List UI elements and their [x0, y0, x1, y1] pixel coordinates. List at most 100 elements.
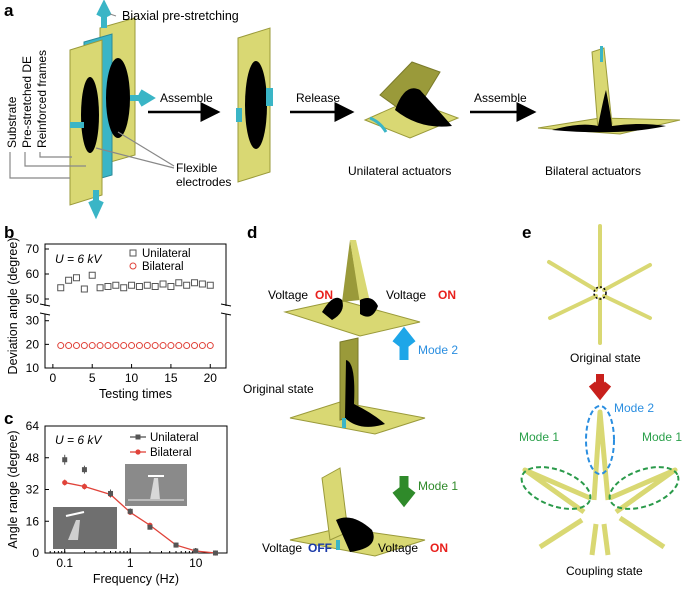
- label-coupling-state: Coupling state: [566, 564, 643, 578]
- point-bilateral-b: [167, 342, 175, 350]
- on-label-top-left: ON: [315, 288, 333, 302]
- legend-marker-bilateral-c: [135, 449, 141, 455]
- point-bilateral-b: [128, 342, 136, 350]
- y-tick-label-b: 70: [26, 242, 40, 256]
- leader-electrode-2: [95, 147, 175, 169]
- legend-marker-bilateral-b: [129, 262, 137, 270]
- point-unilateral-b: [206, 281, 214, 289]
- inset-photo-bilateral: [125, 464, 187, 506]
- point-bilateral-b: [72, 342, 80, 350]
- point-bilateral-c: [81, 483, 88, 490]
- star-center-original: [593, 286, 607, 300]
- point-bilateral-b: [206, 342, 214, 350]
- point-unilateral-b: [198, 280, 206, 288]
- label-mode1-right-e: Mode 1: [642, 430, 682, 444]
- point-unilateral-b: [167, 283, 175, 290]
- arrow-down-red: [588, 374, 612, 401]
- axis-break-mark: [220, 303, 232, 307]
- point-bilateral-c: [62, 479, 68, 486]
- y-axis-label-c: Angle range (degree): [6, 430, 20, 548]
- point-unilateral-b: [112, 281, 120, 289]
- point-unilateral-b: [143, 281, 151, 289]
- y-tick-label-c: 16: [26, 514, 40, 528]
- point-unilateral-b: [88, 271, 96, 279]
- x-axis-label-b: Testing times: [99, 387, 172, 401]
- y-tick-label-b: 10: [26, 361, 40, 375]
- point-unilateral-b: [57, 284, 65, 292]
- label-electrodes-1: Flexible: [176, 161, 218, 175]
- label-original-state-e: Original state: [570, 351, 641, 365]
- x-tick-label-b: 10: [125, 371, 139, 385]
- point-bilateral-b: [96, 342, 104, 350]
- panel-e: e Original state Mode 2 Mode 1 Mode 1: [519, 223, 682, 578]
- ellipse-mode1-right: [608, 466, 680, 510]
- legend-marker-unilateral-b: [129, 249, 137, 257]
- bilateral-actuator-diagram: [537, 46, 681, 135]
- point-bilateral-b: [198, 342, 206, 350]
- panel-letter-e: e: [522, 223, 531, 242]
- point-bilateral-b: [57, 342, 65, 350]
- line-bilateral-c: [64, 481, 216, 554]
- point-unilateral-b: [104, 283, 112, 290]
- ellipse-mode2: [585, 405, 615, 475]
- point-unilateral-b: [183, 281, 191, 289]
- ellipse-mode1-left: [520, 466, 592, 510]
- point-unilateral-b: [135, 283, 143, 290]
- y-tick-label-c: 32: [26, 483, 40, 497]
- panel-letter-b: b: [4, 223, 14, 242]
- unilateral-actuator-diagram: [363, 61, 460, 139]
- leader-frames: [39, 152, 72, 158]
- x-tick-label-c: 1: [127, 556, 134, 570]
- layer-stack-diagram: [69, 0, 156, 220]
- point-unilateral-b: [159, 280, 167, 288]
- panel-letter-c: c: [4, 409, 13, 428]
- point-bilateral-b: [104, 342, 112, 350]
- actuator-both-on: [283, 240, 421, 337]
- star-original: [547, 224, 652, 345]
- legend-marker-unilateral-c: [135, 434, 141, 440]
- point-bilateral-b: [175, 342, 183, 350]
- label-mode2-e: Mode 2: [614, 401, 654, 415]
- y-tick-label-c: 0: [32, 546, 39, 560]
- on-label-top-right: ON: [438, 288, 456, 302]
- panel-letter-d: d: [247, 223, 257, 242]
- point-unilateral-b: [96, 284, 104, 292]
- annotation-c: U = 6 kV: [55, 433, 102, 447]
- star-coupling: [522, 409, 678, 556]
- point-bilateral-b: [191, 342, 199, 350]
- label-assemble-1: Assemble: [160, 91, 213, 105]
- x-tick-label-b: 20: [204, 371, 218, 385]
- point-unilateral-b: [151, 283, 159, 290]
- axis-break-gap-left: [42, 306, 48, 314]
- point-bilateral-b: [120, 342, 128, 350]
- axis-break-mark: [39, 303, 51, 307]
- point-bilateral-b: [65, 342, 73, 350]
- point-unilateral-c: [62, 457, 68, 463]
- panel-letter-a: a: [4, 1, 14, 20]
- leader-prestretched: [24, 152, 86, 167]
- point-unilateral-b: [120, 284, 128, 292]
- point-unilateral-c: [108, 490, 114, 496]
- label-biaxial: Biaxial pre-stretching: [122, 9, 239, 23]
- y-tick-label-b: 50: [26, 292, 40, 306]
- legend-label-bilateral-c: Bilateral: [150, 447, 192, 459]
- label-original-state-d: Original state: [243, 382, 314, 396]
- actuator-left-off-right-on: [289, 467, 426, 557]
- off-label-bot-left: OFF: [308, 541, 332, 555]
- voltage-label-bot-right: Voltage: [378, 541, 418, 555]
- point-unilateral-c: [147, 524, 153, 530]
- y-tick-label-b: 60: [26, 267, 40, 281]
- x-tick-label-b: 15: [164, 371, 178, 385]
- legend-label-unilateral-c: Unilateral: [150, 432, 199, 444]
- point-unilateral-c: [127, 508, 133, 514]
- point-bilateral-b: [135, 342, 143, 350]
- point-unilateral-c: [81, 467, 87, 473]
- voltage-label-top-left: Voltage: [268, 288, 308, 302]
- label-assemble-2: Assemble: [474, 91, 527, 105]
- leader-biaxial: [109, 13, 117, 17]
- point-unilateral-c: [173, 542, 179, 548]
